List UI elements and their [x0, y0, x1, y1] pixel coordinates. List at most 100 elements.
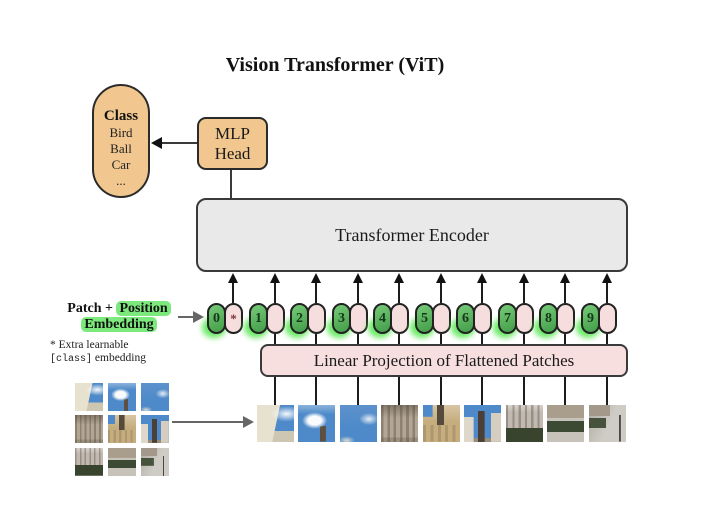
patch-embedding-slot [556, 303, 575, 334]
footnote-line1: * Extra learnable [50, 339, 129, 351]
patch-embedding-slot [349, 303, 368, 334]
transformer-encoder-box: Transformer Encoder [196, 198, 628, 272]
patch-embedding-slot [473, 303, 492, 334]
token-to-encoder-arrowhead-icon [228, 273, 238, 283]
class-token-footnote: * Extra learnable [class] embedding [50, 339, 200, 366]
embedding-label-line2: Embedding [40, 317, 198, 333]
token-to-projection-line [481, 334, 483, 345]
projection-to-patch-line [481, 377, 483, 405]
flattened-patch-building-over-bushes [506, 405, 543, 442]
flattened-patch-tan-building-tower [423, 405, 460, 442]
projection-to-patch-line [523, 377, 525, 405]
projection-to-patch-line [315, 377, 317, 405]
label-to-tokens-arrowhead-icon [193, 311, 204, 323]
token-to-encoder-arrow-line [398, 282, 400, 303]
token-to-projection-line [440, 334, 442, 345]
token-to-encoder-arrowhead-icon [270, 273, 280, 283]
projection-to-patch-line [440, 377, 442, 405]
embedding-highlight: Embedding [81, 317, 157, 332]
encoder-to-mlp-line [230, 170, 232, 198]
diagram-title: Vision Transformer (ViT) [225, 54, 445, 76]
token-to-encoder-arrow-line [606, 282, 608, 303]
projection-to-patch-line [274, 377, 276, 405]
class-item: ... [116, 173, 126, 188]
position-highlight: Position [116, 301, 171, 316]
projection-to-patch-line [357, 377, 359, 405]
patch-embedding-slot [266, 303, 285, 334]
token-to-encoder-arrowhead-icon [519, 273, 529, 283]
patch-position-embedding-label: Patch + Position Embedding [40, 301, 198, 333]
token-to-encoder-arrowhead-icon [560, 273, 570, 283]
patch-embedding-slot [598, 303, 617, 334]
mlp-head-box: MLP Head [197, 117, 268, 170]
token-to-encoder-arrow-line [481, 282, 483, 303]
patch-embedding-slot [515, 303, 534, 334]
linear-projection-label: Linear Projection of Flattened Patches [313, 350, 575, 370]
position-embedding-token-3: 3 [332, 303, 351, 334]
grid-patch-building-bushes-path [108, 448, 136, 476]
token-to-encoder-arrowhead-icon [353, 273, 363, 283]
token-to-encoder-arrow-line [232, 282, 234, 303]
token-to-encoder-arrowhead-icon [477, 273, 487, 283]
mlp-to-class-arrow-line [160, 142, 197, 144]
class-item: Ball [110, 141, 132, 156]
footnote-line2: [class] embedding [50, 352, 200, 366]
class-item: Car [111, 157, 131, 172]
grid-patch-white-building-with-sky [75, 383, 103, 411]
grid-to-patches-arrow-line [172, 421, 243, 423]
token-to-encoder-arrow-line [523, 282, 525, 303]
linear-projection-box: Linear Projection of Flattened Patches [260, 344, 628, 377]
class-heading: Class [103, 108, 139, 124]
token-to-projection-line [606, 334, 608, 345]
projection-to-patch-line [606, 377, 608, 405]
mlp-to-class-arrowhead-icon [151, 137, 162, 149]
flattened-patch-courtyard-tower-sky [464, 405, 501, 442]
class-item: Bird [109, 125, 133, 140]
token-to-encoder-arrowhead-icon [602, 273, 612, 283]
label-to-tokens-arrow-line [178, 316, 193, 318]
flattened-patch-white-building-with-sky [257, 405, 294, 442]
token-to-projection-line [315, 334, 317, 345]
patch-embedding-slot [390, 303, 409, 334]
patch-embedding-slot [307, 303, 326, 334]
footnote-line2-suffix: embedding [94, 352, 146, 364]
grid-to-patches-arrowhead-icon [243, 416, 254, 428]
projection-to-patch-line [398, 377, 400, 405]
flattened-patch-stone-facade [381, 405, 418, 442]
flattened-patch-blue-sky-clouds [340, 405, 377, 442]
token-to-encoder-arrow-line [274, 282, 276, 303]
embedding-label-line1: Patch + Position [40, 301, 198, 317]
class-token-slot: * [224, 303, 243, 334]
grid-patch-courtyard-tower-sky [141, 415, 169, 443]
embedding-label-prefix: Patch + [67, 301, 113, 316]
mlp-head-label-line2: Head [214, 143, 251, 163]
grid-patch-sky-cloud-tower [108, 383, 136, 411]
class-token-text: [class] [50, 354, 93, 365]
token-to-encoder-arrowhead-icon [394, 273, 404, 283]
token-to-projection-line [523, 334, 525, 345]
token-to-encoder-arrow-line [315, 282, 317, 303]
token-to-encoder-arrowhead-icon [436, 273, 446, 283]
projection-to-patch-line [564, 377, 566, 405]
flattened-patch-sky-cloud-tower [298, 405, 335, 442]
token-to-encoder-arrow-line [357, 282, 359, 303]
grid-patch-tan-building-tower [108, 415, 136, 443]
grid-patch-pavement-bush-pole [141, 448, 169, 476]
token-to-encoder-arrowhead-icon [311, 273, 321, 283]
token-to-projection-line [274, 334, 276, 345]
token-to-projection-line [357, 334, 359, 345]
grid-patch-blue-sky-clouds [141, 383, 169, 411]
token-to-encoder-arrow-line [440, 282, 442, 303]
grid-patch-building-over-bushes [75, 448, 103, 476]
token-to-projection-line [564, 334, 566, 345]
token-to-encoder-arrow-line [564, 282, 566, 303]
grid-patch-stone-facade [75, 415, 103, 443]
transformer-encoder-label: Transformer Encoder [335, 224, 489, 245]
flattened-patch-pavement-bush-pole [589, 405, 626, 442]
flattened-patch-building-bushes-path [547, 405, 584, 442]
token-to-projection-line [398, 334, 400, 345]
mlp-head-label-line1: MLP [215, 123, 250, 143]
